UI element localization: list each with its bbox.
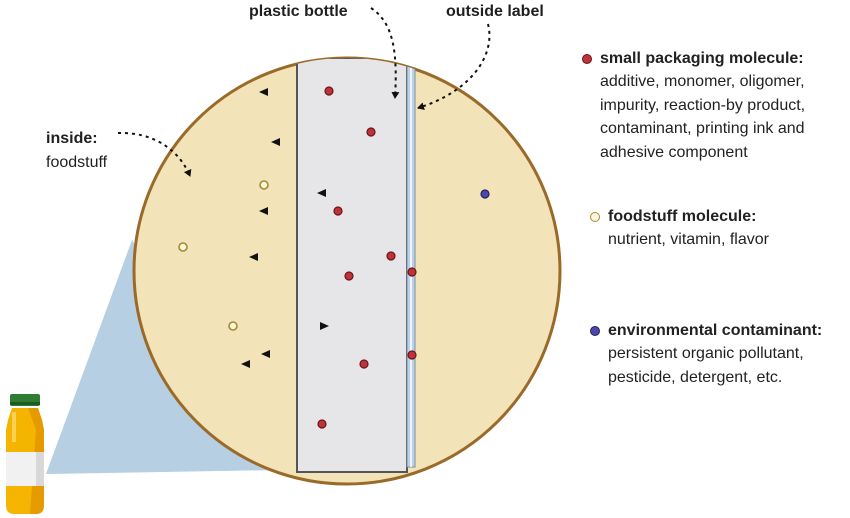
environmental-dot [590, 326, 600, 336]
legend-line: persistent organic pollutant, [608, 345, 804, 362]
foodstuff-dot [590, 212, 600, 222]
bottle-wall [296, 58, 408, 473]
legend-line: nutrient, vitamin, flavor [608, 231, 769, 248]
legend-line: additive, monomer, oligomer, [600, 73, 805, 90]
foodstuff-molecule [228, 321, 238, 331]
packaging-molecule [344, 271, 354, 281]
legend-title: environmental contaminant: [608, 322, 823, 339]
legend-foodstuff: foodstuff molecule: nutrient, vitamin, f… [590, 206, 850, 252]
environmental-molecule [480, 189, 490, 199]
outside-label-label: outside label [446, 3, 544, 20]
legend-line: pesticide, detergent, etc. [608, 368, 783, 386]
legend-title: small packaging molecule: [600, 50, 804, 67]
legend-environmental: environmental contaminant: persistent or… [590, 320, 850, 389]
packaging-molecule [317, 419, 327, 429]
foodstuff-molecules [178, 180, 269, 331]
packaging-molecule [386, 251, 396, 261]
inside-desc: foodstuff [46, 154, 108, 171]
packaging-molecule [407, 267, 417, 277]
packaging-molecules [317, 86, 417, 429]
packaging-molecule [407, 350, 417, 360]
foodstuff-molecule [178, 242, 188, 252]
plastic-bottle-pointer [370, 7, 400, 99]
packaging-molecule [359, 359, 369, 369]
migration-arrows [241, 88, 476, 368]
packaging-molecule [333, 206, 343, 216]
legend-title: foodstuff molecule: [608, 208, 757, 225]
legend-line: adhesive component [600, 143, 748, 161]
foodstuff-molecule [259, 180, 269, 190]
outside-label-pointer [417, 23, 491, 111]
inside-pointer [117, 131, 192, 177]
small-packaging-dot [582, 54, 592, 64]
legend-line: impurity, reaction-by product, [600, 96, 806, 114]
packaging-molecule [366, 127, 376, 137]
juice-bottle-icon [6, 394, 44, 514]
inside-label: inside: [46, 130, 98, 147]
plastic-bottle-label: plastic bottle [249, 3, 348, 20]
packaging-molecule [324, 86, 334, 96]
legend-line: contaminant, printing ink and [600, 120, 805, 137]
legend-small-packaging: small packaging molecule: additive, mono… [582, 48, 847, 164]
